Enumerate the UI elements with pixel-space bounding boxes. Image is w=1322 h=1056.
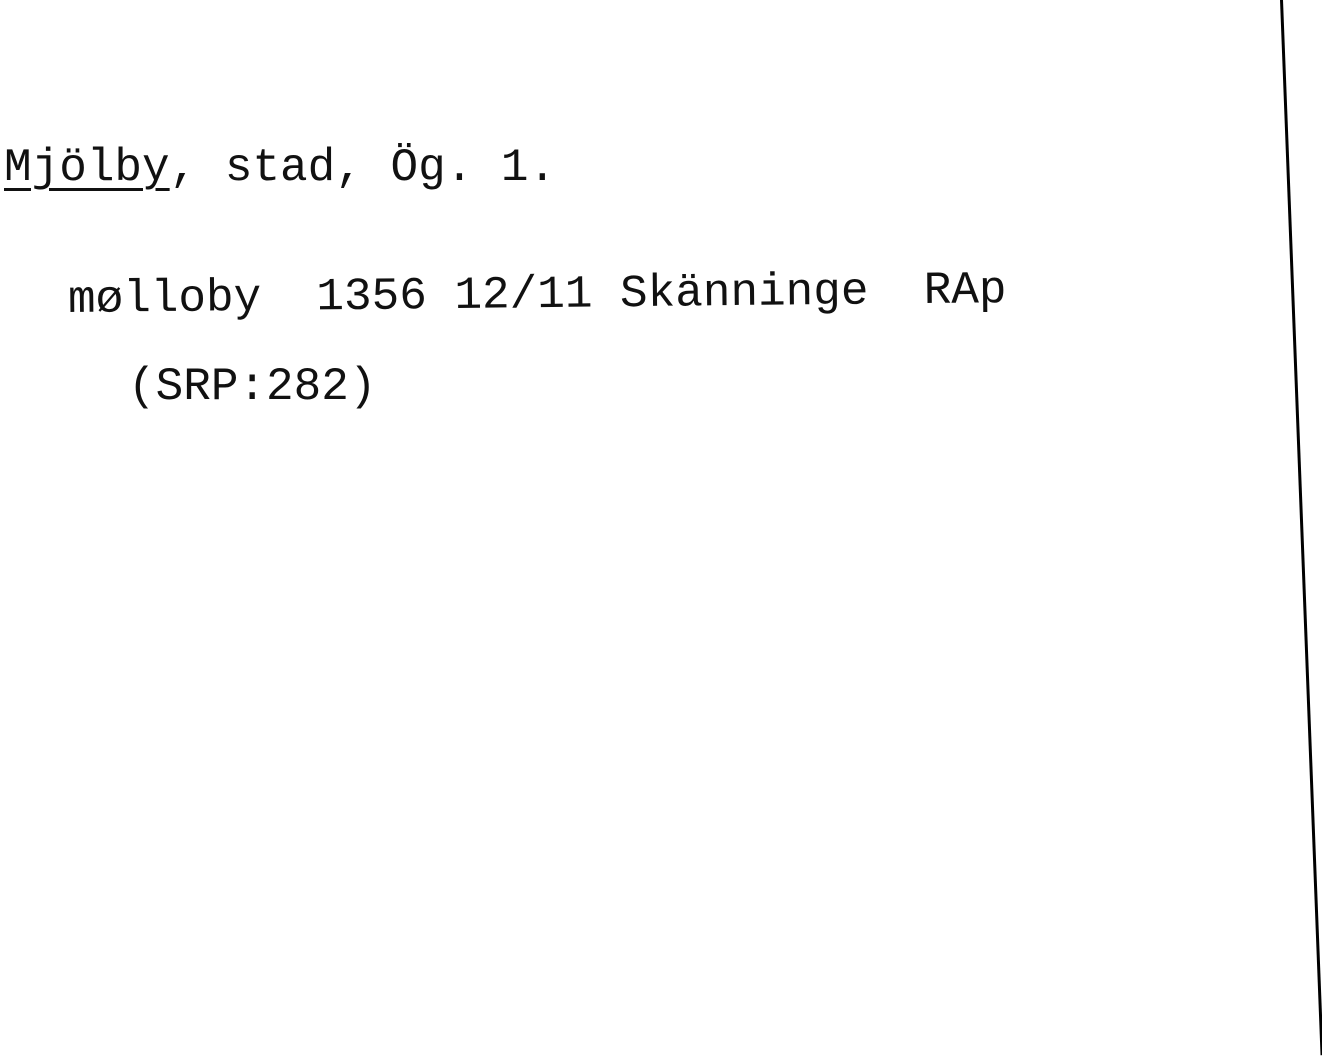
place-name: Mjölby xyxy=(4,142,170,194)
card-edge-line xyxy=(1280,0,1322,1056)
card-heading: Mjölby, stad, Ög. 1. xyxy=(4,145,556,191)
heading-details: , stad, Ög. 1. xyxy=(169,142,557,194)
entry-form-line: mølloby 1356 12/11 Skänninge RAp xyxy=(67,264,1007,326)
entry-source: (SRP:282) xyxy=(128,361,377,413)
